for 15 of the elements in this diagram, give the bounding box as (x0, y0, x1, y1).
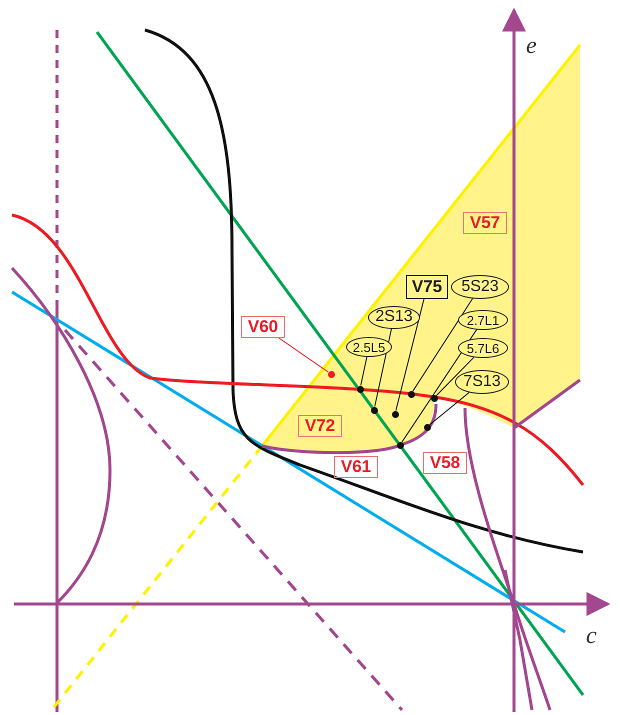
leader-line (401, 329, 478, 443)
leader-line (436, 356, 474, 396)
region-label: V72 (298, 415, 342, 437)
leader-line (360, 356, 368, 386)
leader-line (395, 298, 424, 412)
region-label: V58 (423, 452, 467, 474)
leader-line (429, 392, 470, 426)
region-label: V61 (334, 456, 378, 478)
region-label: V60 (241, 316, 285, 338)
region-label: V75 (406, 275, 448, 299)
leader-line (278, 338, 329, 372)
region-label: V57 (463, 212, 507, 234)
axis-label: e (526, 34, 537, 58)
leader-line (412, 298, 474, 392)
axis-label: c (586, 624, 597, 648)
